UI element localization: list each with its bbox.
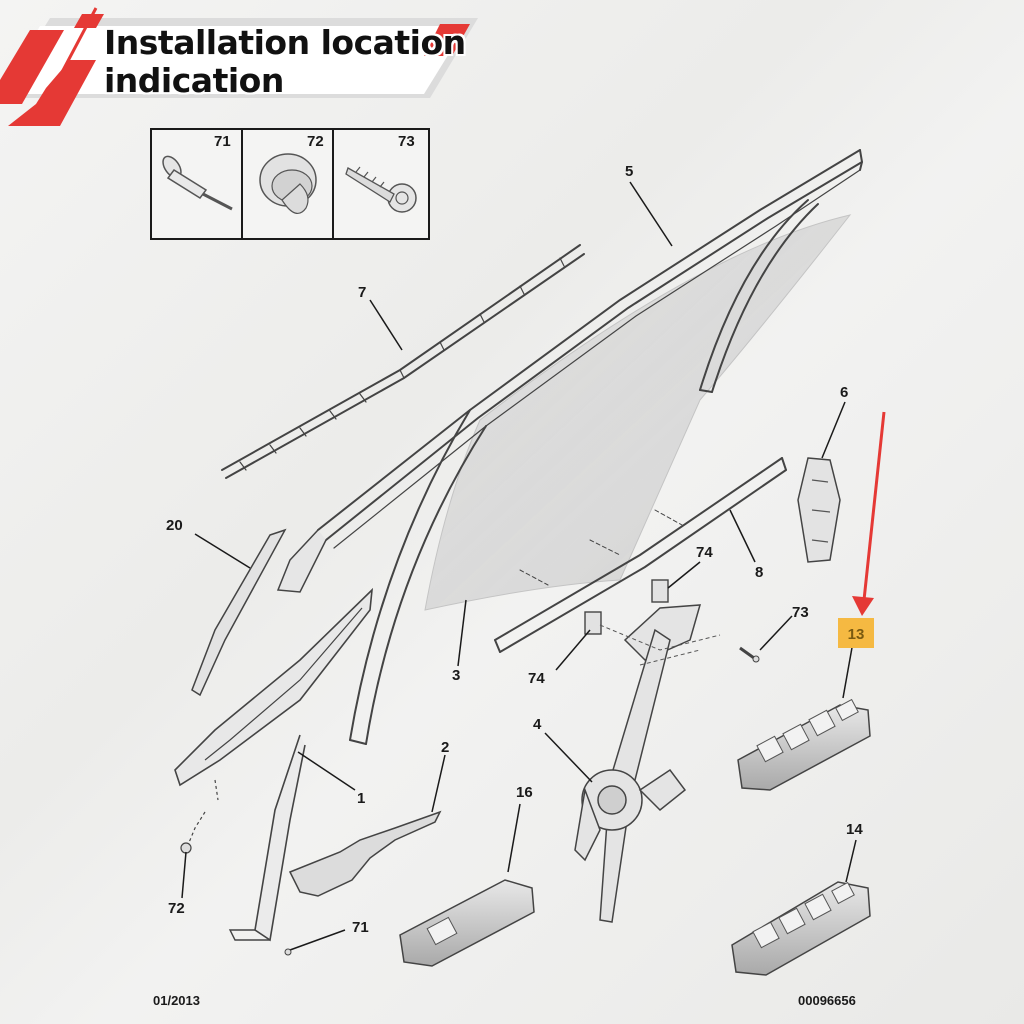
callout-71: 71 <box>352 919 369 936</box>
callout-6: 6 <box>840 384 848 401</box>
highlight-arrow <box>852 411 886 616</box>
callout-7: 7 <box>358 284 366 301</box>
callout-5: 5 <box>625 163 633 180</box>
legend-box-73 <box>332 128 430 240</box>
callout-2: 2 <box>441 739 449 756</box>
rivet-71-point <box>284 948 292 956</box>
callout-20: 20 <box>166 517 183 534</box>
callout-1: 1 <box>357 790 365 807</box>
rear-bracket <box>797 457 841 563</box>
legend-label-73: 73 <box>398 133 415 150</box>
highlight-part-13: 13 <box>838 618 874 648</box>
highlight-box <box>838 618 874 648</box>
screw-icon <box>345 166 417 213</box>
regulator-clip-b <box>584 611 602 635</box>
legend-label-71: 71 <box>214 133 231 150</box>
fastener-legend: 71 72 73 <box>150 128 430 240</box>
callout-13: 13 <box>848 626 865 643</box>
window-regulator <box>574 604 702 923</box>
diagram-date: 01/2013 <box>153 993 200 1008</box>
quarter-window-channel <box>174 587 374 942</box>
callout-14: 14 <box>846 821 863 838</box>
master-switch-14 <box>731 881 871 976</box>
outer-weatherstrip <box>221 244 585 479</box>
regulator-screw <box>739 646 760 663</box>
inner-weatherstrip <box>494 457 787 653</box>
leader-lines <box>181 181 857 951</box>
rivet-icon <box>162 155 233 211</box>
callout-16: 16 <box>516 784 533 801</box>
callout-8: 8 <box>755 564 763 581</box>
single-switch-16 <box>399 879 535 967</box>
insulation-pad <box>288 810 442 897</box>
callout-73: 73 <box>792 604 809 621</box>
callout-72: 72 <box>168 900 185 917</box>
regulator-clip-a <box>651 579 669 603</box>
diagram-reference: 00096656 <box>798 993 856 1008</box>
banner-title-line2: indication <box>104 61 284 100</box>
door-frame-seal <box>276 149 864 745</box>
callout-74-upper: 74 <box>696 544 713 561</box>
window-glass <box>424 214 852 611</box>
legend-label-72: 72 <box>307 133 324 150</box>
banner-stripes <box>0 7 478 126</box>
master-switch-13 <box>737 698 871 791</box>
callout-74-lower: 74 <box>528 670 545 687</box>
pillar-trim <box>191 528 287 697</box>
clip-icon <box>259 153 317 215</box>
title-banner: Installation location indication <box>0 0 480 130</box>
callout-3: 3 <box>452 667 460 684</box>
banner-title: Installation location indication <box>104 24 484 100</box>
banner-title-line1: Installation location <box>104 23 466 62</box>
callout-4: 4 <box>533 716 542 733</box>
